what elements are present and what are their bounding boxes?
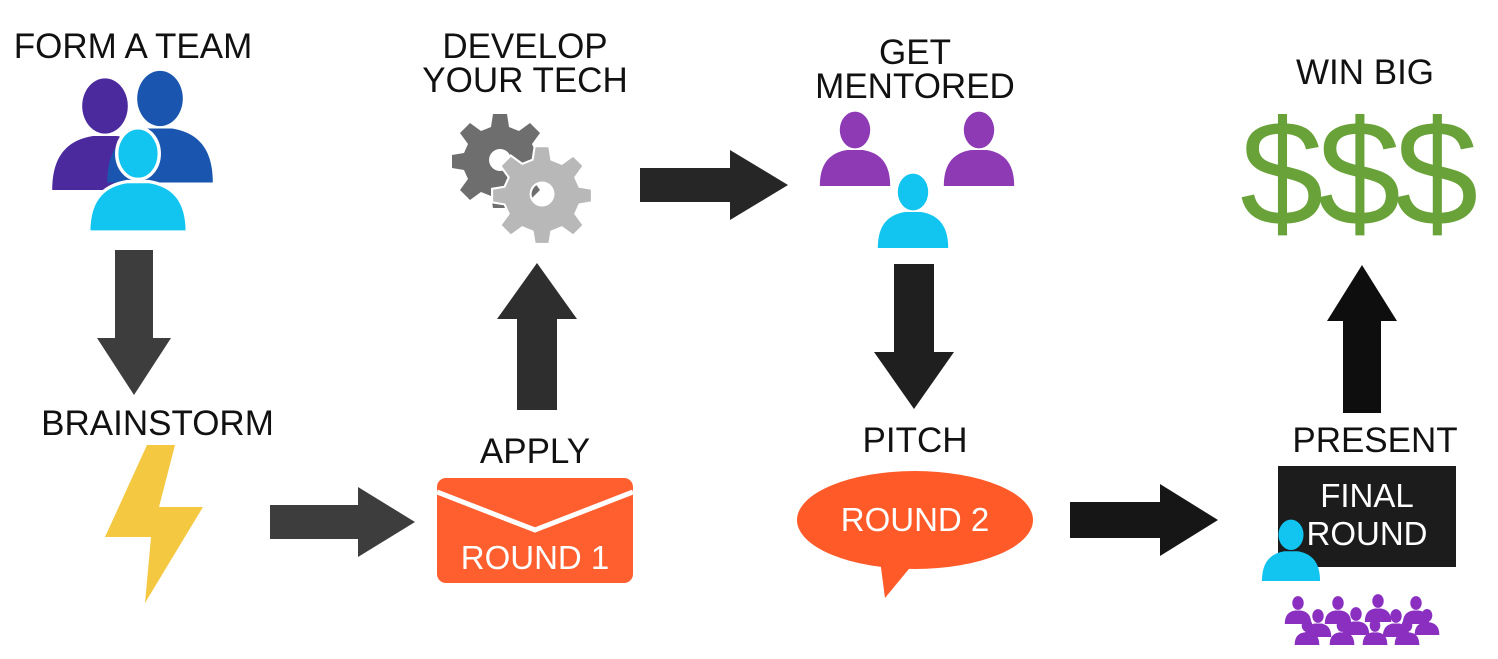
step-pitch-label: PITCH [862,421,968,460]
round2-label: ROUND 2 [840,501,990,538]
final-round-label-line2: ROUND [1306,515,1428,552]
team-icon [52,70,213,232]
envelope-icon: ROUND 1 [437,478,633,583]
speech-bubble-icon [797,471,1033,598]
step-mentored-label-line1: GET [879,33,951,72]
arrow-down-team-to-brainstorm [97,250,171,395]
mentors-icon [819,111,1015,248]
arrow-up-apply-to-develop [497,263,577,410]
lightning-icon [105,445,203,603]
final-round-label-line1: FINAL [1320,477,1414,514]
step-apply-label: APPLY [479,432,591,471]
presentation-board-icon: FINAL ROUND [1278,466,1456,567]
money-icon: $$$ [1240,89,1478,257]
step-win-big-label: WIN BIG [1295,53,1435,92]
mentor-left [819,111,891,186]
mentor-right [943,111,1015,186]
arrow-right-brainstorm-to-apply [270,487,415,557]
step-brainstorm-label: BRAINSTORM [41,404,274,443]
step-develop-label-line1: DEVELOP [442,27,608,66]
audience-icon [1284,594,1440,645]
step-present-label: PRESENT [1292,421,1458,460]
arrow-right-develop-to-mentored [640,150,788,220]
gears-icon [452,114,593,245]
step-develop-label-line2: YOUR TECH [422,61,628,100]
step-form-team-label: FORM A TEAM [13,27,253,66]
gear-light-icon [491,145,593,245]
step-mentored-label-line2: MENTORED [815,67,1015,106]
round1-label: ROUND 1 [460,539,610,576]
arrow-up-present-to-win [1327,265,1397,413]
arrow-down-mentored-to-pitch [874,264,954,409]
presenter-icon [1261,519,1321,581]
arrow-right-pitch-to-present [1070,484,1218,556]
envelope-flap [437,489,633,533]
